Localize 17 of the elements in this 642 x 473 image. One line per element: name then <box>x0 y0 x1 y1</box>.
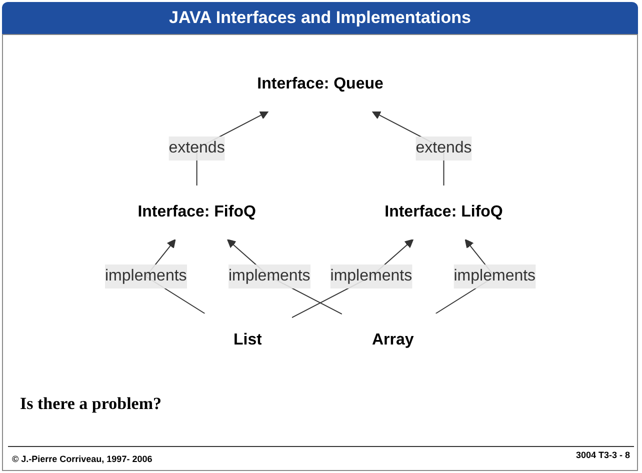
arrow <box>291 239 414 318</box>
node-text: Interface: Queue <box>256 76 384 92</box>
title-bar: JAVA Interfaces and Implementations <box>2 2 638 34</box>
node-text: List <box>233 332 262 348</box>
node-text: Array <box>372 332 414 348</box>
node-text: Interface: FifoQ <box>137 204 256 220</box>
edge-label: implements <box>104 268 187 284</box>
question-text: Is there a problem? <box>20 394 162 414</box>
edge-label: extends <box>168 140 225 156</box>
slide-number: 3004 T3-3 - 8 <box>576 450 630 460</box>
copyright-text: © J.-Pierre Corriveau, 1997- 2006 <box>12 454 152 464</box>
edge-label: implements <box>330 268 412 284</box>
node-text: Interface: LifoQ <box>384 204 503 220</box>
edge-label: implements <box>453 268 536 284</box>
edge-label: extends <box>415 140 472 156</box>
edge-label: implements <box>228 268 310 284</box>
arrow <box>226 239 342 315</box>
